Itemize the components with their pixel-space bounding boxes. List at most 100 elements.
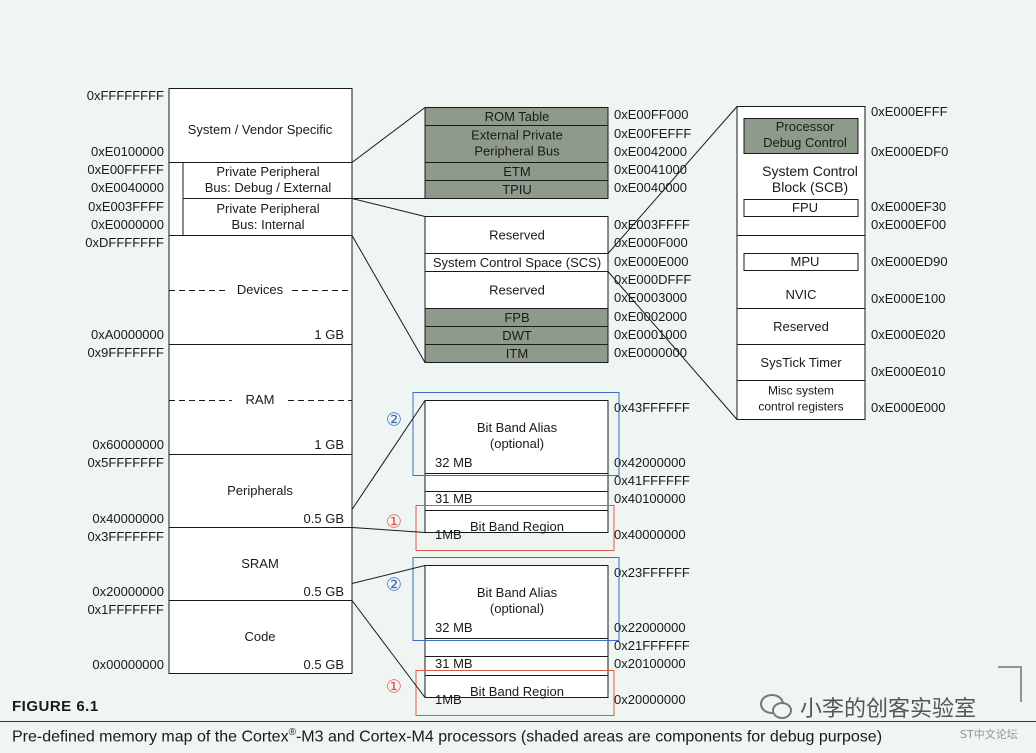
ppb-address-3: 0xE000DFFF	[614, 272, 691, 287]
ppb-label-2-reserved: Reserved	[489, 282, 545, 297]
connector-debug-top	[351, 107, 426, 163]
bitband-peripheral-region-label: Bit Band Region	[470, 519, 564, 534]
scs-label-mpu: MPU	[791, 254, 820, 269]
scs-address-3: 0xE000EF00	[871, 217, 946, 232]
bitband-peripheral-address-1: 0x42000000	[614, 455, 686, 470]
scs-label-systick: SysTick Timer	[760, 355, 842, 370]
ppb-address-4: 0xE0003000	[614, 290, 687, 305]
scs-address-6: 0xE000E020	[871, 327, 945, 342]
ppb-block-2-reserved	[424, 271, 609, 309]
bitband-sram-connector-top	[351, 565, 426, 584]
region-label-code: Code	[244, 629, 275, 644]
bitband-peripheral-region-highlight	[415, 505, 615, 551]
map-address-7: 0xA0000000	[91, 327, 164, 342]
ppb-address-0: 0xE003FFFF	[614, 217, 690, 232]
ppb-block-0-reserved	[424, 216, 609, 254]
map-address-8: 0x9FFFFFFF	[87, 345, 164, 360]
bitband-peripheral-alias-highlight	[412, 392, 620, 476]
bitband-sram-marker-two: ②	[386, 574, 402, 594]
map-address-9: 0x60000000	[92, 437, 164, 452]
map-address-10: 0x5FFFFFFF	[87, 455, 164, 470]
region-label-ppb-internal-line1: Private Peripheral	[216, 201, 319, 216]
caption-text-post: -M3 and Cortex-M4 processors (shaded are…	[295, 728, 883, 746]
scs-label-processor-debug-control-line1: Processor	[776, 119, 835, 134]
watermark: 小李的创客实验室	[760, 690, 976, 724]
scs-label-fpu: FPU	[792, 200, 818, 215]
connector-scs-bottom	[607, 271, 738, 420]
region-label-ppb-debug-line2: Bus: Debug / External	[205, 180, 332, 195]
debug-ext-label-tpiu: TPIU	[502, 182, 532, 197]
bitband-sram-address-4: 0x20000000	[614, 692, 686, 707]
debug-ext-block-external-private-peripheral-bus	[424, 125, 609, 163]
ppb-label-5-itm: ITM	[506, 346, 528, 361]
region-label-sram: SRAM	[241, 556, 279, 571]
scs-block-mpu	[743, 253, 859, 271]
ppb-address-5: 0xE0002000	[614, 309, 687, 324]
scs-address-1: 0xE000EDF0	[871, 144, 948, 159]
scs-label-misc-line1: Misc system	[768, 384, 834, 398]
map-address-3: 0xE0040000	[91, 180, 164, 195]
scs-block-processor-debug-control	[743, 118, 859, 154]
figure-caption: Pre-defined memory map of the Cortex®-M3…	[12, 727, 882, 746]
bitband-sram-address-2: 0x21FFFFFF	[614, 638, 690, 653]
scs-address-8: 0xE000E000	[871, 400, 945, 415]
scs-address-4: 0xE000ED90	[871, 254, 948, 269]
wechat-icon	[760, 694, 792, 720]
bitband-peripheral-connector-bottom	[351, 527, 426, 533]
scs-label-nvic: NVIC	[785, 287, 816, 302]
map-address-6: 0xDFFFFFFF	[85, 235, 164, 250]
bitband-sram-connector-bottom	[351, 600, 426, 698]
ppb-block-5-itm	[424, 344, 609, 363]
bitband-sram-address-1: 0x22000000	[614, 620, 686, 635]
scs-label-processor-debug-control-line2: Debug Control	[763, 135, 847, 150]
scs-address-0: 0xE000EFFF	[871, 104, 948, 119]
scs-address-7: 0xE000E010	[871, 364, 945, 379]
debug-ext-label-external-private-peripheral-bus-line2: Peripheral Bus	[474, 143, 560, 158]
connector-ppb-bottom	[351, 235, 426, 363]
bitband-peripheral-marker-two: ②	[386, 409, 402, 429]
region-size-devices: 1 GB	[314, 327, 344, 342]
bitband-sram-region-size: 1MB	[435, 692, 462, 707]
debug-ext-address-4: 0xE0040000	[614, 180, 687, 195]
watermark-text: 小李的创客实验室	[800, 697, 977, 722]
ppb-label-1-system-control-space-scs: System Control Space (SCS)	[433, 255, 601, 270]
region-size-code: 0.5 GB	[304, 657, 344, 672]
bitband-peripheral-gap-size: 31 MB	[435, 491, 473, 506]
region-label-devices: Devices	[237, 282, 284, 297]
connector-ppb-top	[351, 198, 426, 217]
logo-corner-icon	[998, 666, 1022, 702]
region-label-ram: RAM	[246, 392, 275, 407]
debug-ext-address-3: 0xE0041000	[614, 162, 687, 177]
region-label-peripherals: Peripherals	[227, 483, 293, 498]
map-address-5: 0xE0000000	[91, 217, 164, 232]
ppb-address-1: 0xE000F000	[614, 235, 688, 250]
debug-ext-address-1: 0xE00FEFFF	[614, 126, 691, 141]
bitband-peripheral-alias-size: 32 MB	[435, 455, 473, 470]
st-forum-label: ST中文论坛	[960, 728, 1018, 741]
scs-block-fpu	[743, 199, 859, 217]
map-address-1: 0xE0100000	[91, 144, 164, 159]
registered-mark: ®	[288, 727, 296, 738]
st-forum-logo: ST中文论坛	[960, 662, 1028, 750]
bitband-peripheral-address-3: 0x40100000	[614, 491, 686, 506]
figure-label: FIGURE 6.1	[12, 698, 99, 715]
region-label-ppb-debug-line1: Private Peripheral	[216, 164, 319, 179]
map-address-4: 0xE003FFFF	[88, 199, 164, 214]
bitband-sram-alias-label-line2: (optional)	[490, 601, 544, 616]
region-size-peripherals: 0.5 GB	[304, 511, 344, 526]
scs-label-misc-line2: control registers	[758, 400, 843, 414]
debug-ext-label-etm: ETM	[503, 164, 530, 179]
caption-text-pre: Pre-defined memory map of the Cortex	[12, 728, 289, 746]
map-address-15: 0x00000000	[92, 657, 164, 672]
region-size-sram: 0.5 GB	[304, 584, 344, 599]
region-label-ppb-internal-line2: Bus: Internal	[232, 217, 305, 232]
bitband-peripheral-address-2: 0x41FFFFFF	[614, 473, 690, 488]
bitband-sram-region-label: Bit Band Region	[470, 684, 564, 699]
bitband-sram-alias-highlight	[412, 557, 620, 641]
bitband-peripheral-address-4: 0x40000000	[614, 527, 686, 542]
bitband-peripheral-region-size: 1MB	[435, 527, 462, 542]
ppb-address-7: 0xE0000000	[614, 345, 687, 360]
map-address-12: 0x3FFFFFFF	[87, 529, 164, 544]
bitband-sram-address-3: 0x20100000	[614, 656, 686, 671]
